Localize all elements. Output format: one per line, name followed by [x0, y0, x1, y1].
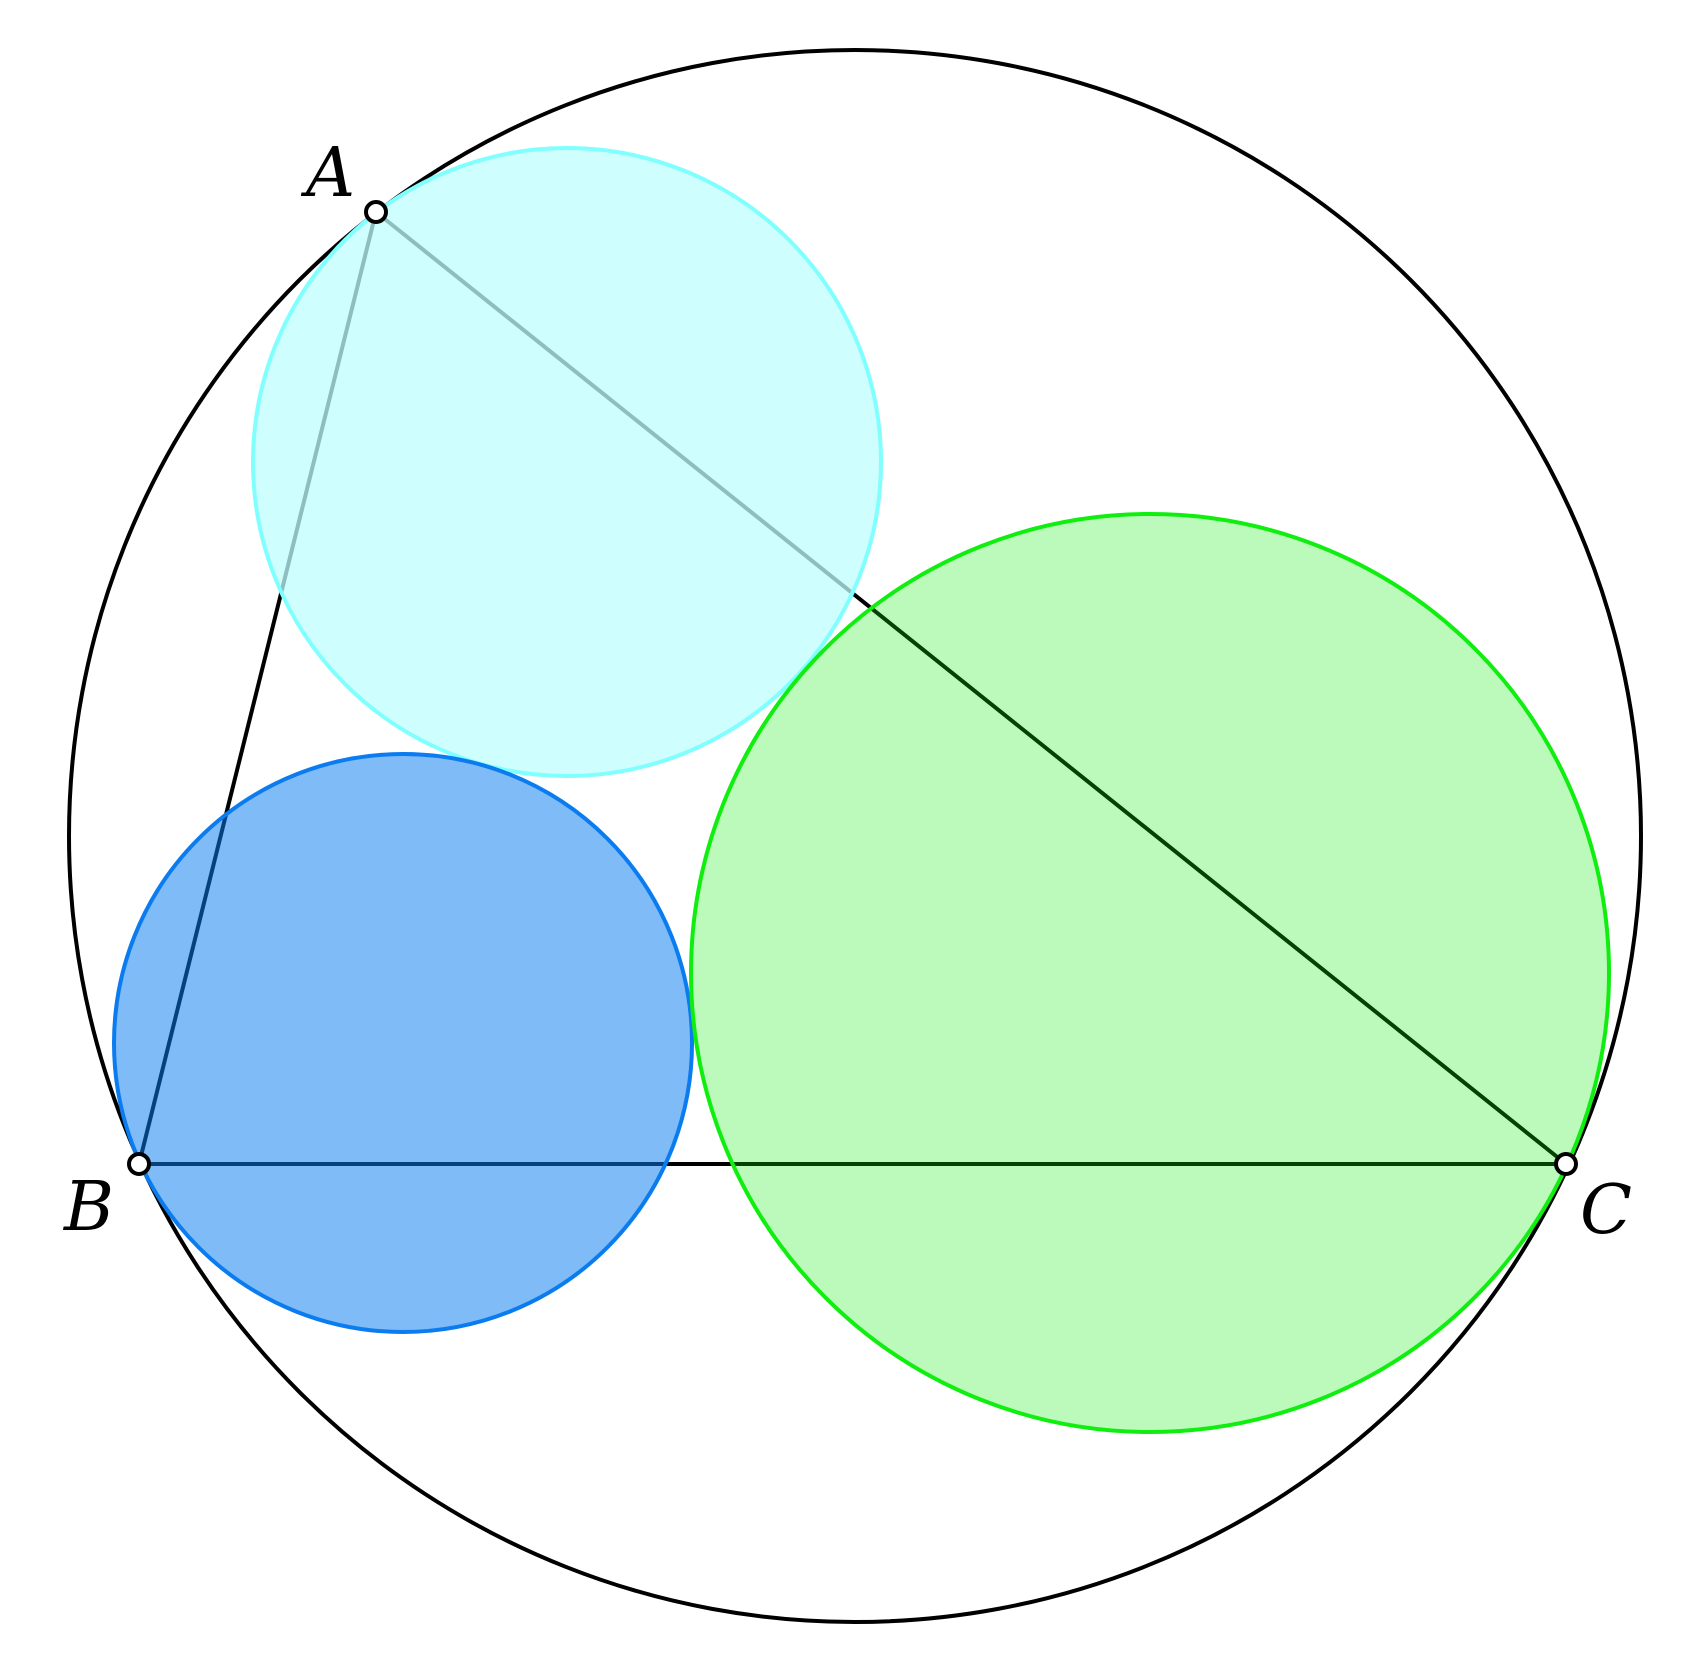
circle-near-c	[689, 512, 1611, 1434]
vertex-label-b: B	[62, 1168, 114, 1247]
vertex-label-a: A	[300, 134, 355, 213]
circumcircle	[67, 48, 1643, 1624]
vertex-label-c: C	[1580, 1171, 1632, 1250]
vertex-point-b	[127, 1152, 151, 1176]
circle-near-b	[112, 752, 694, 1334]
vertex-point-a	[364, 200, 388, 224]
circle-near-a	[251, 146, 883, 778]
vertex-point-c	[1554, 1152, 1578, 1176]
